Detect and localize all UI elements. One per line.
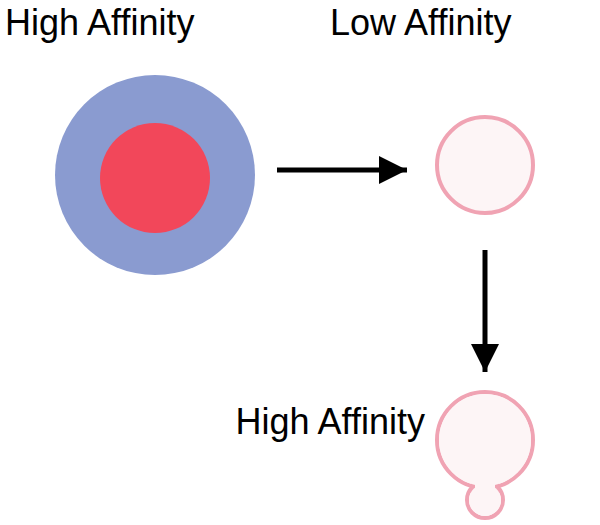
keyhole-fill (475, 474, 495, 502)
target-circle: High Affinity (55, 75, 255, 275)
affinity-label: High Affinity (5, 3, 194, 43)
outer-circle (55, 75, 255, 275)
arrow-connector (277, 168, 407, 173)
node-outline (435, 115, 535, 215)
node-outline (55, 75, 255, 275)
inner-circle (100, 123, 210, 233)
keyhole-part (437, 392, 533, 488)
ring-outline (437, 117, 533, 213)
keyhole-shape: High Affinity (435, 390, 535, 520)
arrow-connector (483, 250, 488, 372)
keyhole-fill (439, 394, 531, 486)
node-outline (435, 390, 535, 520)
affinity-label: Low Affinity (330, 3, 511, 43)
affinity-label: High Affinity (236, 402, 425, 442)
ring-circle: Low Affinity (435, 115, 535, 215)
